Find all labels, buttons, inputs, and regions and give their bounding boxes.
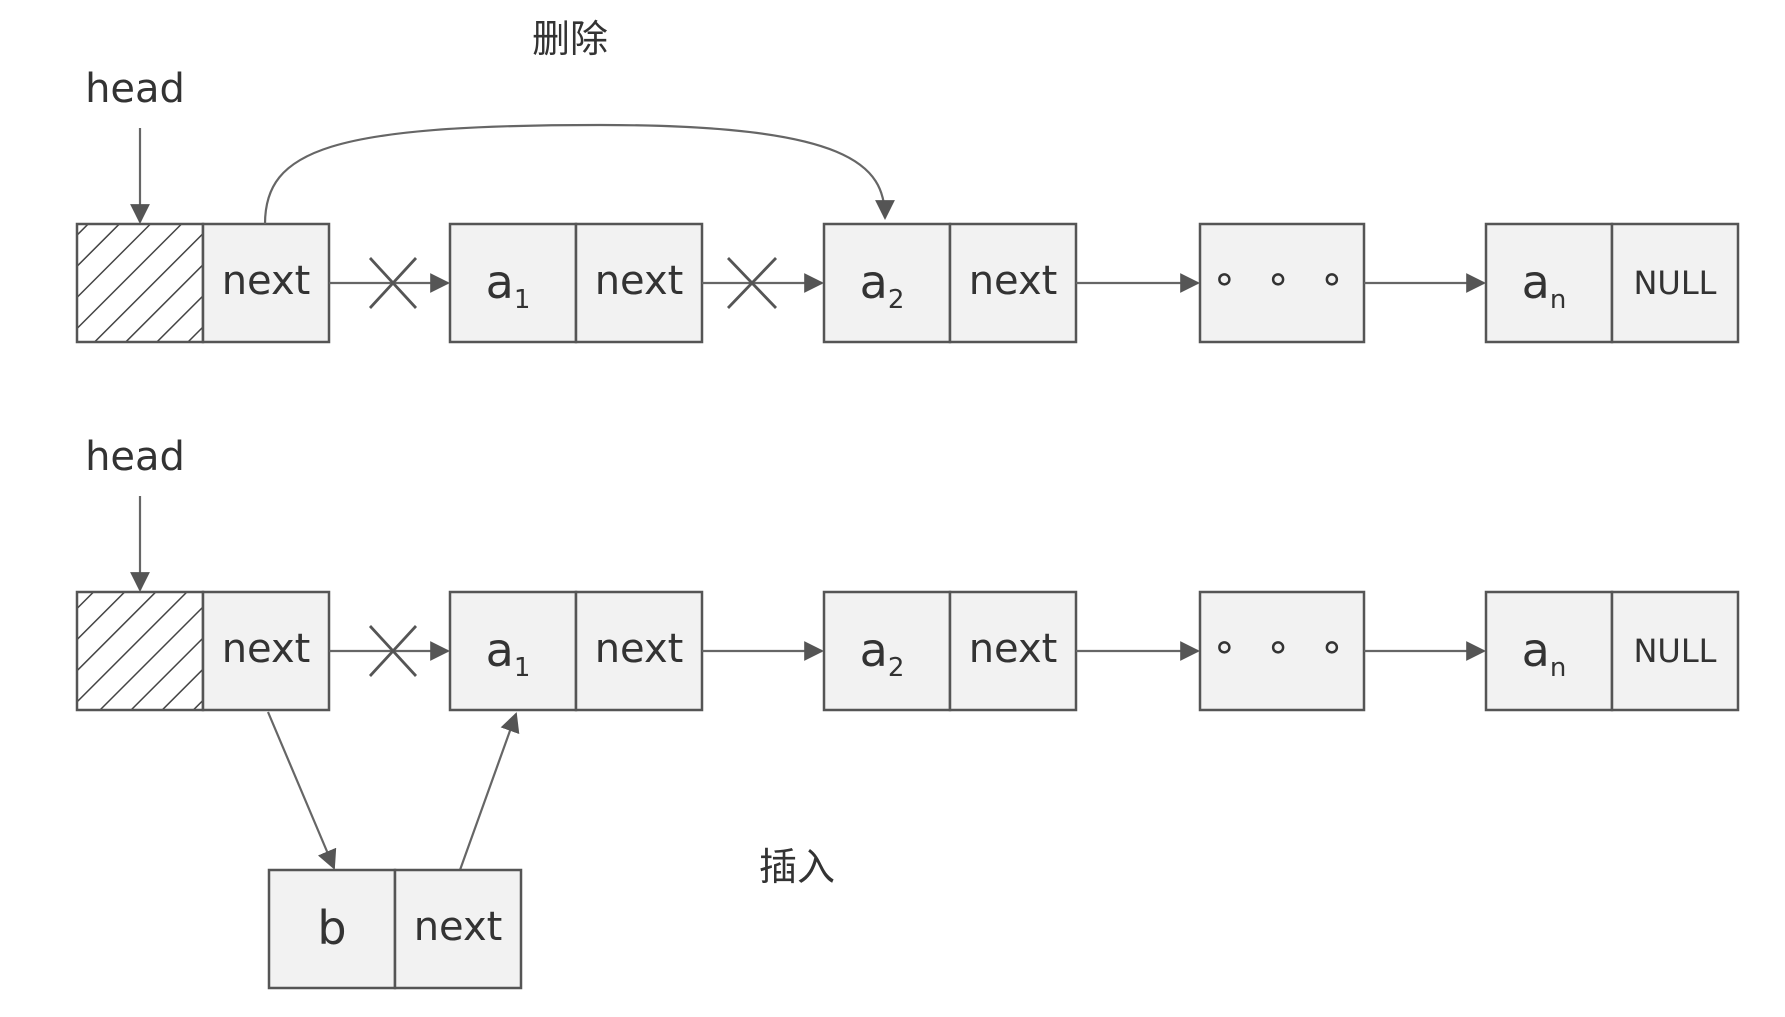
head-label-top: head (85, 66, 185, 112)
head-node-bottom: next (75, 590, 331, 712)
link-head-to-b (266, 711, 337, 870)
insert-label: 插入 (759, 845, 835, 889)
next-label: next (969, 626, 1058, 672)
delete-label: 删除 (532, 17, 608, 61)
cross-mark (368, 257, 418, 309)
null-label: NULL (1633, 632, 1716, 670)
node-an-top: an NULL (1484, 222, 1740, 344)
next-label: next (222, 626, 311, 672)
next-label: next (414, 904, 503, 950)
ellipsis-node-top: ∘ ∘ ∘ (1198, 222, 1366, 344)
node-an-value: an (1522, 255, 1567, 315)
null-label: NULL (1633, 264, 1716, 302)
delete-bypass-arrow (263, 123, 895, 225)
next-label: next (595, 626, 684, 672)
ellipsis-label: ∘ ∘ ∘ (1212, 256, 1353, 302)
node-a1-value: a1 (486, 255, 531, 315)
node-an-value: an (1522, 623, 1567, 683)
node-a1-value: a1 (486, 623, 531, 683)
cross-mark (368, 625, 418, 677)
node-a2-value: a2 (860, 623, 905, 683)
head-next-cell (201, 590, 331, 712)
next-label: next (969, 258, 1058, 304)
node-b-value: b (317, 901, 346, 955)
head-node-top: next (75, 222, 331, 344)
ellipsis-label: ∘ ∘ ∘ (1212, 624, 1353, 670)
head-data-hatched (75, 222, 205, 344)
node-an-bottom: an NULL (1484, 590, 1740, 712)
node-b: b next (267, 868, 523, 990)
node-a2-bottom: a2 next (822, 590, 1078, 712)
next-label: next (222, 258, 311, 304)
node-a1-top: a1 next (448, 222, 704, 344)
head-label-bottom: head (85, 434, 185, 480)
node-a2-top: a2 next (822, 222, 1078, 344)
node-a1-bottom: a1 next (448, 590, 704, 712)
cross-mark (726, 257, 778, 309)
head-data-hatched (75, 590, 205, 712)
link-b-to-a1 (458, 712, 520, 871)
ellipsis-node-bottom: ∘ ∘ ∘ (1198, 590, 1366, 712)
next-label: next (595, 258, 684, 304)
node-a2-value: a2 (860, 255, 905, 315)
